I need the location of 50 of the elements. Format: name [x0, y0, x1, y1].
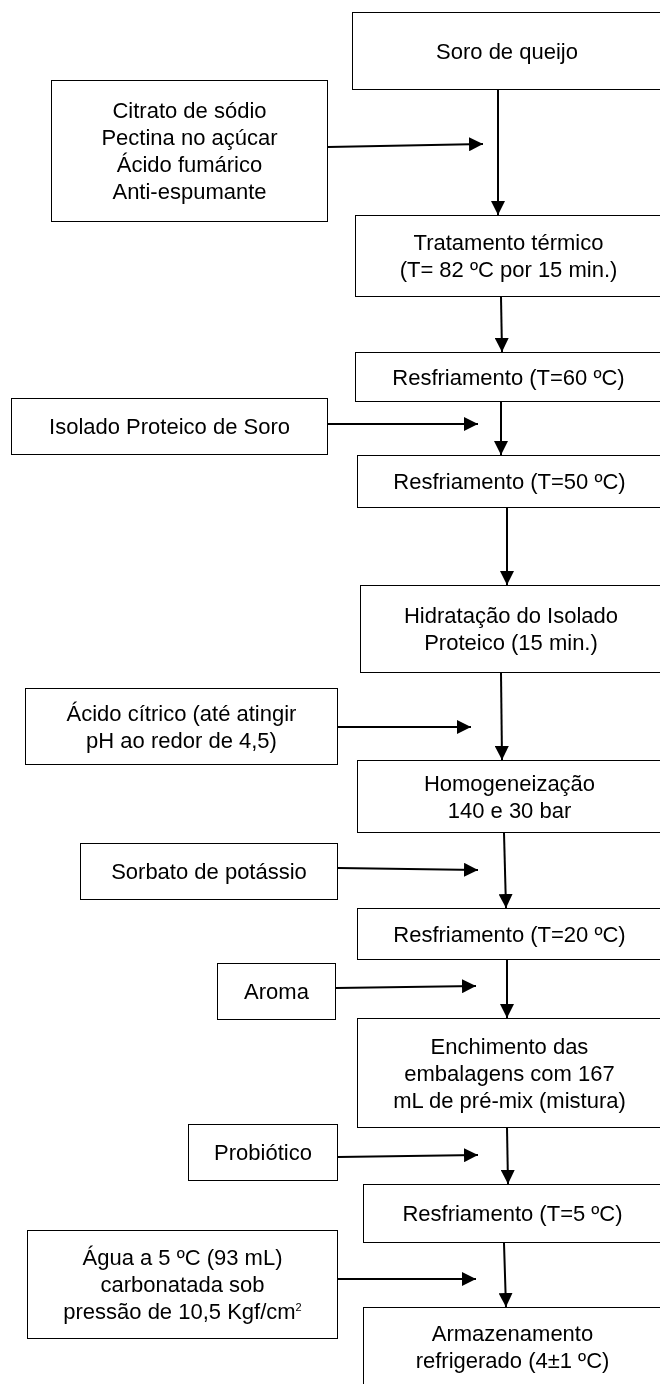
step-text: Probiótico [214, 1139, 312, 1166]
step-text: Ácido cítrico (até atingir pH ao redor de 4,5) [65, 699, 298, 754]
arrow [337, 862, 479, 877]
process-box [357, 908, 660, 960]
arrow [494, 672, 509, 761]
process-box [363, 1307, 660, 1384]
step-text: Resfriamento (T=50 ºC) [393, 468, 626, 495]
process-box [352, 12, 660, 90]
process-box [363, 1184, 660, 1243]
arrow [494, 296, 509, 353]
step-text: Citrato de sódio Pectina no açúcar Ácido fumárico Anti-espumante [100, 97, 279, 205]
arrow [498, 1242, 513, 1308]
step-text: Isolado Proteico de Soro [49, 413, 290, 440]
step-text: Sorbato de potássio [111, 858, 307, 885]
ingredient-box [188, 1124, 338, 1181]
step-text: Resfriamento (T=60 ºC) [392, 363, 625, 391]
arrow [500, 959, 514, 1019]
process-box [357, 455, 660, 508]
process-box [357, 1018, 660, 1128]
ingredient-box [25, 688, 338, 765]
arrow [500, 1127, 515, 1185]
step-text: Resfriamento (T=5 ºC) [402, 1200, 623, 1227]
arrow [491, 89, 505, 216]
arrow [500, 507, 514, 586]
arrow [335, 979, 477, 994]
process-box [355, 352, 660, 402]
step-text: Hidratação do Isolado Proteico (15 min.) [403, 602, 619, 656]
step-text: Homogeneização 140 e 30 bar [422, 769, 597, 824]
ingredient-box [51, 80, 328, 222]
step-text: Resfriamento (T=20 ºC) [393, 920, 626, 948]
ingredient-box [80, 843, 338, 900]
step-text: Tratamento térmico (T= 82 ºC por 15 min.) [398, 229, 619, 283]
arrow [494, 401, 508, 456]
step-text: Enchimento das embalagens com 167 mL de pré-mix (mistura) [392, 1032, 627, 1114]
ingredient-box [217, 963, 336, 1020]
step-text: Soro de queijo [436, 37, 578, 65]
step-text: Aroma [244, 978, 309, 1005]
ingredient-box [27, 1230, 338, 1339]
process-box [357, 760, 660, 833]
step-text: Armazenamento refrigerado (4±1 ºC) [414, 1319, 611, 1374]
process-box [360, 585, 660, 673]
process-box [355, 215, 660, 297]
ingredient-box [11, 398, 328, 455]
arrow [327, 417, 479, 431]
arrow [337, 720, 472, 734]
arrow [337, 1148, 479, 1163]
step-text: Água a 5 ºC (93 mL) carbonatada sob pressão de 10,5 Kgf/cm$^{2}$ [62, 1244, 303, 1325]
arrow [327, 137, 484, 152]
arrow [337, 1272, 477, 1286]
arrow [498, 832, 513, 909]
